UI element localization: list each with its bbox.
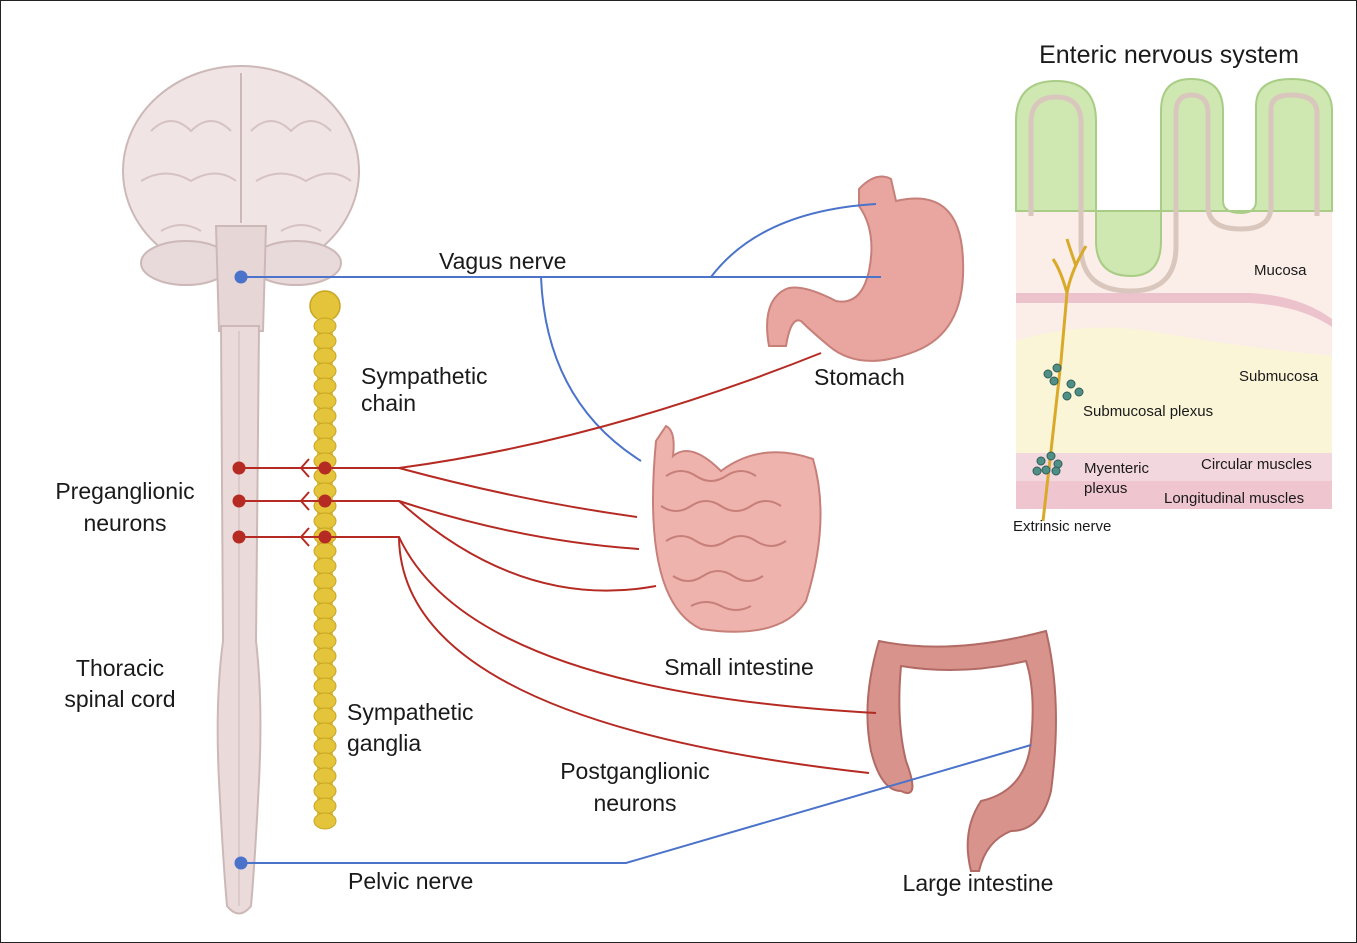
sympathetic-ganglion	[314, 678, 336, 694]
small-intestine	[653, 426, 821, 632]
sympathetic-ganglion	[314, 408, 336, 424]
sympathetic-ganglia-label-line1: Sympathetic	[347, 699, 474, 725]
preganglionic-label-line1: Preganglionic	[55, 478, 194, 504]
sympathetic-ganglion	[314, 363, 336, 379]
sympathetic-ganglion	[314, 768, 336, 784]
vagus-nerve-label: Vagus nerve	[439, 248, 566, 274]
longitudinal-muscles-label: Longitudinal muscles	[1164, 490, 1304, 507]
large-intestine	[867, 631, 1056, 871]
inset-title: Enteric nervous system	[1039, 41, 1299, 69]
sympathetic-ganglion	[314, 723, 336, 739]
sympathetic-ganglion	[314, 813, 336, 829]
sympathetic-ganglion	[314, 573, 336, 589]
mucosa-label: Mucosa	[1254, 262, 1307, 279]
myenteric-plexus-label-line2: plexus	[1084, 480, 1127, 497]
enteric-nervous-system-inset: Enteric nervous system Mucosa Submucosa …	[1013, 41, 1332, 535]
sympathetic-ganglion	[314, 318, 336, 334]
submucosal-plexus-label: Submucosal plexus	[1083, 403, 1213, 420]
sympathetic-ganglion	[314, 543, 336, 559]
ganglion-dot-1	[319, 462, 332, 475]
postganglionic-label-line1: Postganglionic	[560, 758, 710, 784]
sympathetic-ganglion	[314, 633, 336, 649]
sympathetic-ganglion	[314, 663, 336, 679]
preganglionic-label-line2: neurons	[83, 510, 166, 536]
sympathetic-ganglion	[314, 588, 336, 604]
sympathetic-ganglion	[314, 738, 336, 754]
sympathetic-ganglion	[314, 423, 336, 439]
sympathetic-ganglion	[314, 333, 336, 349]
sympathetic-ganglion	[314, 513, 336, 529]
sympathetic-ganglion	[314, 648, 336, 664]
pelvic-nerve-label: Pelvic nerve	[348, 868, 473, 894]
large-intestine-label: Large intestine	[903, 870, 1054, 896]
sympathetic-ganglion	[314, 393, 336, 409]
sympathetic-ganglion	[314, 783, 336, 799]
sympathetic-ganglion	[314, 618, 336, 634]
vagus-origin-dot	[235, 271, 248, 284]
sympathetic-ganglion	[314, 798, 336, 814]
sympathetic-chain	[310, 291, 340, 829]
ganglion-dot-2	[319, 495, 332, 508]
myenteric-plexus-label-line1: Myenteric	[1084, 460, 1150, 477]
small-intestine-label: Small intestine	[664, 654, 814, 680]
preganglionic-dot-2	[233, 495, 246, 508]
sympathetic-chain-label-line2: chain	[361, 390, 416, 416]
stomach-label: Stomach	[814, 364, 905, 390]
sympathetic-ganglia-label-line2: ganglia	[347, 730, 421, 756]
preganglionic-dot-3	[233, 531, 246, 544]
sympathetic-ganglion	[314, 438, 336, 454]
sympathetic-ganglion	[314, 558, 336, 574]
pelvic-origin-dot	[235, 857, 248, 870]
postganglionic-label-line2: neurons	[593, 790, 676, 816]
sympathetic-ganglion	[314, 603, 336, 619]
ganglion-dot-3	[319, 531, 332, 544]
preganglionic-dot-1	[233, 462, 246, 475]
extrinsic-nerve-label: Extrinsic nerve	[1013, 518, 1111, 535]
thoracic-spinal-cord-label-line1: Thoracic	[76, 655, 164, 681]
sympathetic-ganglion	[314, 693, 336, 709]
sympathetic-ganglion	[314, 348, 336, 364]
sympathetic-ganglion	[314, 378, 336, 394]
submucosa-label: Submucosa	[1239, 368, 1319, 385]
thoracic-spinal-cord-label-line2: spinal cord	[64, 686, 175, 712]
sympathetic-ganglion	[314, 753, 336, 769]
sympathetic-chain-label-line1: Sympathetic	[361, 363, 488, 389]
circular-muscles-label: Circular muscles	[1201, 456, 1312, 473]
sympathetic-ganglion	[314, 708, 336, 724]
